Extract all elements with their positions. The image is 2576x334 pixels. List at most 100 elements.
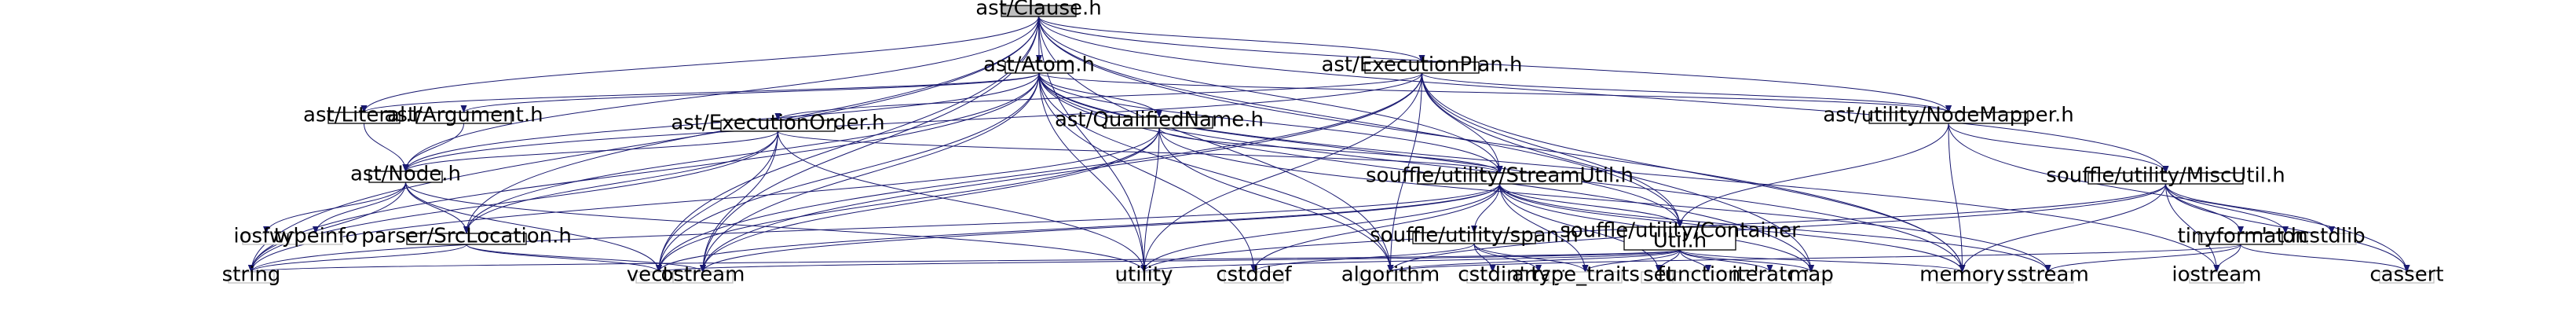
edge-container-to-memory bbox=[1679, 249, 1966, 273]
node-box-utility bbox=[1118, 271, 1170, 284]
node-label-srcloc: parser/SrcLocation.h bbox=[361, 225, 572, 248]
node-label-argument: ast/Argument.h bbox=[384, 104, 543, 127]
node-label-ostream: ostream bbox=[660, 263, 745, 287]
edge-execplan-to-memory bbox=[1422, 72, 1966, 273]
edge-node-to-iosfwd bbox=[263, 182, 406, 234]
node-label-map: map bbox=[1788, 263, 1834, 287]
edge-execplan-to-ostream bbox=[700, 72, 1422, 273]
node-label-execplan: ast/ExecutionPlan.h bbox=[1321, 53, 1522, 77]
edge-container-to-type_traits bbox=[1582, 249, 1681, 273]
edge-atom-to-streamutil bbox=[1038, 72, 1503, 174]
edge-streamutil-to-utility bbox=[1140, 183, 1500, 273]
edge-span-to-type_traits bbox=[1473, 243, 1589, 273]
node-label-cstdlib: cstdlib bbox=[2298, 225, 2366, 248]
node-execplan[interactable]: ast/ExecutionPlan.h bbox=[1321, 53, 1522, 77]
edge-container-to-iterator bbox=[1679, 249, 1773, 273]
node-qualname[interactable]: ast/QualifiedName.h bbox=[1055, 108, 1264, 132]
node-iosfwd: iosfwd bbox=[233, 225, 298, 248]
node-label-cstdint: cstdint bbox=[1458, 263, 1527, 287]
edge-srcloc-to-vector bbox=[466, 244, 662, 273]
edge-execorder-to-utility bbox=[778, 130, 1147, 273]
node-label-cassert: cassert bbox=[2369, 263, 2443, 287]
node-algorithm: algorithm bbox=[1341, 263, 1440, 287]
node-argument[interactable]: ast/Argument.h bbox=[384, 104, 543, 127]
node-node[interactable]: ast/Node.h bbox=[350, 163, 461, 186]
node-srcloc[interactable]: parser/SrcLocation.h bbox=[361, 225, 572, 248]
edge-execplan-to-map bbox=[1422, 72, 1814, 273]
node-typeinfo: typeinfo bbox=[274, 225, 358, 248]
node-box-cstdint bbox=[1466, 271, 1519, 284]
node-cstdint: cstdint bbox=[1458, 263, 1527, 287]
edge-execplan-to-utility bbox=[1140, 72, 1422, 273]
edge-atom-to-container bbox=[1038, 72, 1683, 228]
edge-streamutil-to-string bbox=[248, 183, 1500, 273]
node-box-span bbox=[1412, 232, 1536, 244]
node-atom[interactable]: ast/Atom.h bbox=[983, 53, 1095, 77]
node-label-iostream: iostream bbox=[2172, 263, 2261, 287]
edge-container-to-algorithm bbox=[1387, 249, 1681, 273]
edge-tinyformat-to-sstream bbox=[2044, 244, 2241, 273]
edge-streamutil-to-container bbox=[1499, 183, 1683, 228]
edge-atom-to-srcloc bbox=[463, 72, 1040, 234]
node-label-node: ast/Node.h bbox=[350, 163, 461, 186]
edge-qualname-to-algorithm bbox=[1158, 127, 1394, 273]
node-label-cstddef: cstddef bbox=[1216, 263, 1292, 287]
edge-clause-to-container bbox=[1038, 16, 1683, 228]
edge-atom-to-nodemapper bbox=[1038, 72, 1952, 113]
node-box-tinyformat bbox=[2198, 233, 2283, 245]
edge-node-to-typeinfo bbox=[313, 182, 406, 234]
node-nodemapper[interactable]: ast/utility/NodeMapper.h bbox=[1823, 104, 2073, 127]
node-label-span: souffle/utility/span.h bbox=[1370, 224, 1579, 248]
node-box-nodemapper bbox=[1868, 112, 2029, 124]
edge-execplan-to-container bbox=[1422, 72, 1683, 228]
node-box-cstddef bbox=[1224, 271, 1284, 284]
node-map: map bbox=[1788, 263, 1834, 287]
edge-execplan-to-nodemapper bbox=[1422, 72, 1952, 113]
node-label-execorder: ast/ExecutionOrder.h bbox=[671, 112, 884, 135]
edge-tinyformat-to-cassert bbox=[2240, 244, 2410, 273]
edge-container-to-map bbox=[1679, 249, 1814, 273]
node-box-ostream bbox=[672, 271, 734, 284]
edge-qualname-to-sstream bbox=[1158, 127, 2051, 273]
edge-span-to-cstdint bbox=[1473, 243, 1496, 273]
edge-execorder-to-vector bbox=[656, 130, 778, 273]
edge-atom-to-utility bbox=[1038, 72, 1147, 273]
edge-node-to-string bbox=[248, 182, 406, 273]
edge-atom-to-algorithm bbox=[1038, 72, 1394, 273]
edge-streamutil-to-span bbox=[1471, 183, 1500, 233]
node-box-literal bbox=[327, 112, 401, 124]
node-label-atom: ast/Atom.h bbox=[983, 53, 1095, 77]
node-box-algorithm bbox=[1359, 271, 1422, 284]
node-box-map bbox=[1791, 271, 1831, 284]
node-span[interactable]: souffle/utility/span.h bbox=[1370, 224, 1579, 248]
edge-tinyformat-to-iostream bbox=[2213, 244, 2241, 273]
edge-streamutil-to-vector bbox=[656, 183, 1500, 273]
node-execorder[interactable]: ast/ExecutionOrder.h bbox=[671, 112, 884, 135]
node-label-sstream: sstream bbox=[2007, 263, 2089, 287]
node-box-atom bbox=[1004, 61, 1074, 74]
edge-node-to-vector bbox=[405, 182, 662, 273]
edge-atom-to-ostream bbox=[700, 72, 1040, 273]
edge-clause-to-streamutil bbox=[1038, 16, 1503, 174]
node-streamutil[interactable]: souffle/utility/StreamUtil.h bbox=[1366, 164, 1634, 188]
node-label-algorithm: algorithm bbox=[1341, 263, 1440, 287]
node-box-string bbox=[228, 271, 275, 284]
node-box-cstdlib bbox=[2307, 233, 2357, 245]
edge-nodemapper-to-miscutil bbox=[1948, 123, 2169, 174]
node-box-miscutil bbox=[2088, 172, 2244, 185]
node-miscutil[interactable]: souffle/utility/MiscUtil.h bbox=[2046, 164, 2285, 188]
node-tinyformat[interactable]: tinyformat.h bbox=[2178, 225, 2304, 248]
edge-nodemapper-to-container bbox=[1677, 123, 1949, 228]
edge-qualname-to-ostream bbox=[700, 127, 1160, 273]
node-utility: utility bbox=[1115, 263, 1173, 287]
node-box-execorder bbox=[720, 119, 836, 132]
node-clause[interactable]: ast/Clause.h bbox=[975, 0, 1102, 20]
node-box-container bbox=[1623, 226, 1736, 251]
node-literal[interactable]: ast/Literal.h bbox=[303, 104, 425, 127]
edge-execplan-to-execorder bbox=[774, 72, 1422, 121]
edge-clause-to-nodemapper bbox=[1038, 16, 1952, 113]
edge-nodemapper-to-memory bbox=[1948, 123, 1966, 273]
